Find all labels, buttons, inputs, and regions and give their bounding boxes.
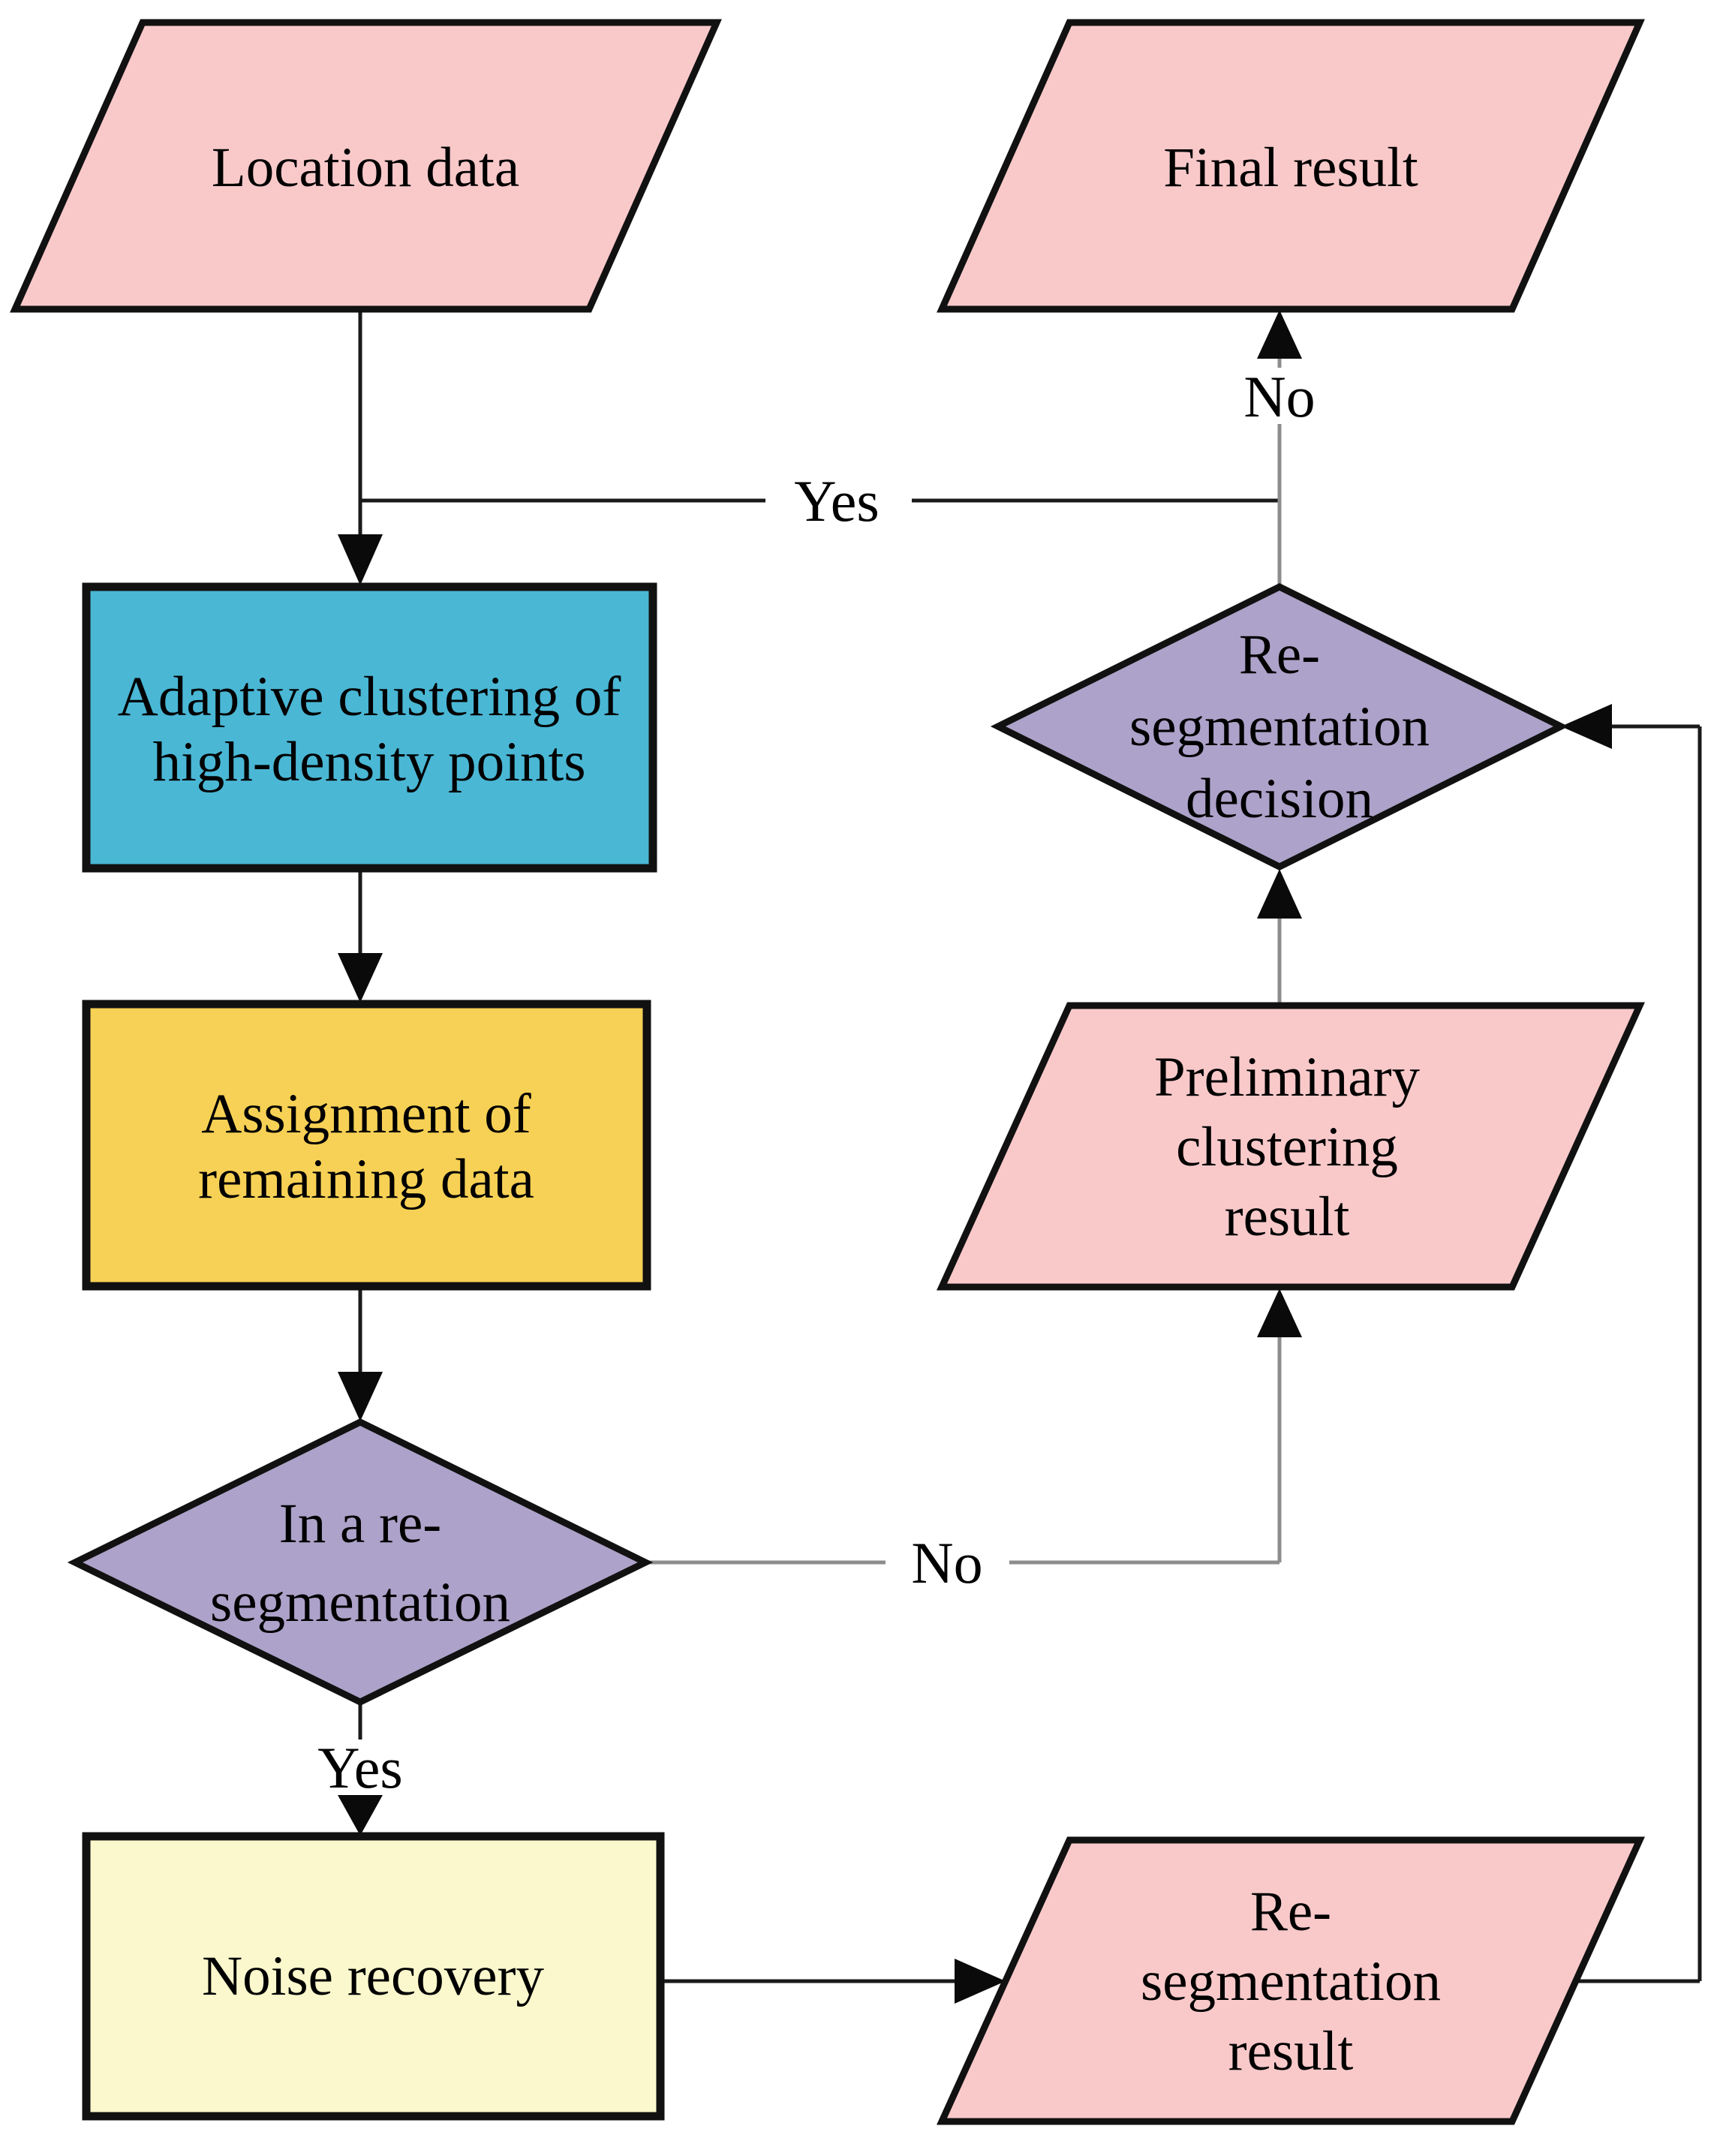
node-label-line1: Adaptive clustering of: [118, 666, 621, 728]
node-adaptive-clustering: Adaptive clustering of high-density poin…: [82, 582, 657, 873]
arrowhead-up-icon: [1257, 869, 1302, 919]
edge-yes-to-noise: Yes: [317, 1702, 403, 1836]
node-label-line2: high-density points: [152, 731, 585, 793]
node-label-line3: decision: [1186, 768, 1373, 830]
edge-yes-restart: Yes: [360, 468, 1279, 534]
node-label: Final result: [1163, 137, 1418, 199]
process-rect-shape: [82, 1000, 651, 1291]
arrowhead-left-icon: [1561, 704, 1612, 749]
arrowhead-down-icon: [338, 1795, 383, 1836]
node-in-resegmentation: In a re- segmentation: [67, 1418, 654, 1706]
node-resegmentation-decision: Re- segmentation decision: [990, 582, 1569, 871]
process-rect-shape: [82, 1832, 665, 2121]
edge-location-to-adaptive: [338, 309, 383, 585]
edge-label-yes: Yes: [794, 468, 880, 534]
node-label-line2: segmentation: [1141, 1950, 1441, 2013]
edge-preliminary-to-decision: [1257, 869, 1302, 1006]
node-noise-recovery: Noise recovery: [82, 1832, 665, 2121]
node-label-line2: segmentation: [1129, 696, 1430, 758]
arrowhead-up-icon: [1257, 310, 1302, 359]
edge-no-to-final: No: [1243, 310, 1316, 587]
arrowhead-up-icon: [1257, 1288, 1302, 1337]
node-label-line1: In a re-: [279, 1493, 442, 1555]
parallelogram-shape: [937, 1836, 1645, 2125]
node-label-line1: Re-: [1239, 624, 1320, 686]
node-label-line2: remaining data: [198, 1148, 534, 1210]
edge-label-no: No: [1243, 364, 1315, 429]
edge-adaptive-to-assignment: [338, 868, 383, 1003]
arrowhead-down-icon: [338, 1372, 383, 1421]
edge-assignment-to-inreseg: [338, 1286, 383, 1421]
node-label-line2: clustering: [1176, 1116, 1398, 1178]
process-rect-shape: [82, 582, 657, 873]
edge-no-to-preliminary: No: [645, 1288, 1302, 1595]
node-label: Noise recovery: [202, 1945, 545, 2007]
node-label-line1: Re-: [1250, 1881, 1331, 1943]
edge-label-yes: Yes: [317, 1735, 403, 1800]
parallelogram-shape: [937, 1002, 1645, 1291]
edge-label-no: No: [911, 1530, 982, 1595]
node-label-line3: result: [1225, 1186, 1350, 1248]
arrowhead-down-icon: [338, 534, 383, 585]
parallelogram-shape: [937, 19, 1645, 313]
arrowhead-right-icon: [955, 1959, 1006, 2004]
decision-diamond-shape: [990, 582, 1569, 871]
arrowhead-down-icon: [338, 953, 383, 1003]
node-assignment-remaining: Assignment of remaining data: [82, 1000, 651, 1291]
node-label: Location data: [212, 137, 519, 199]
node-label-line2: segmentation: [210, 1571, 510, 1634]
node-label-line1: Assignment of: [201, 1083, 531, 1145]
node-preliminary-clustering-result: Preliminary clustering result: [937, 1002, 1645, 1291]
node-label-line3: result: [1228, 2020, 1354, 2082]
edge-resegresult-to-decision: [1561, 704, 1702, 1983]
node-final-result: Final result: [937, 19, 1645, 313]
edge-noise-to-resegresult: [660, 1959, 1006, 2004]
node-location-data: Location data: [10, 19, 722, 313]
parallelogram-shape: [10, 19, 722, 313]
node-label-line1: Preliminary: [1154, 1046, 1421, 1108]
decision-diamond-shape: [67, 1418, 654, 1706]
node-resegmentation-result: Re- segmentation result: [937, 1836, 1645, 2125]
